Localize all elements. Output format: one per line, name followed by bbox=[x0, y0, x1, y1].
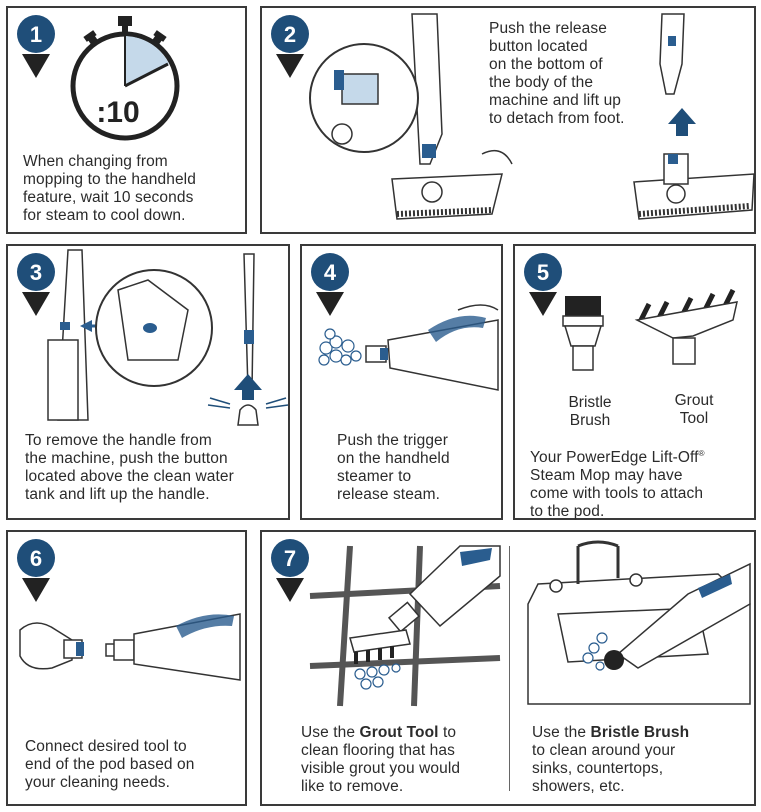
step-6-text: Connect desired tool to end of the pod b… bbox=[25, 738, 195, 791]
bristle-brush-instruction: Use the Bristle Brush to clean around yo… bbox=[532, 724, 689, 796]
step-2-panel: 2 Push the release button located on the… bbox=[260, 6, 756, 234]
step-5-text-prefix: Your PowerEdge Lift-Off bbox=[530, 449, 699, 467]
step-1-panel: 1 :10 When changing from mopping to the … bbox=[6, 6, 247, 234]
step-7-panel: 7 Use the Grout Tool to bbox=[260, 530, 756, 806]
step-6-number: 6 bbox=[30, 546, 42, 571]
step-3-badge: 3 bbox=[17, 253, 55, 316]
step-4-number: 4 bbox=[324, 260, 337, 285]
grout-tool-instruction: Use the Grout Tool to clean flooring tha… bbox=[301, 724, 460, 796]
grout-tool-label: Grout Tool bbox=[674, 392, 714, 427]
step-2-number: 2 bbox=[284, 22, 296, 47]
step-5-text-suffix: Steam Mop may have come with tools to at… bbox=[530, 467, 704, 521]
remove-handle-illustration bbox=[47, 249, 289, 426]
step-5-badge: 5 bbox=[524, 253, 562, 316]
step-5-number: 5 bbox=[537, 260, 549, 285]
timer-label: :10 bbox=[96, 96, 139, 129]
handheld-steamer-illustration bbox=[318, 304, 499, 391]
step-3-panel: 3 To remove the handle from the machine,… bbox=[6, 244, 290, 520]
grout-instruction-bold: Grout Tool bbox=[359, 724, 439, 741]
step-6-panel: 6 Connect desired tool to end of the pod… bbox=[6, 530, 247, 806]
bristle-brush-icon bbox=[562, 296, 604, 371]
detach-from-foot-illustration bbox=[309, 13, 513, 220]
brush-instruction-bold: Bristle Brush bbox=[590, 724, 690, 741]
step-4-text: Push the trigger on the handheld steamer… bbox=[337, 432, 450, 503]
step-2-text: Push the release button located on the b… bbox=[489, 20, 625, 127]
step-1-text: When changing from mopping to the handhe… bbox=[23, 153, 196, 224]
step-3-number: 3 bbox=[30, 260, 42, 285]
step-7-number: 7 bbox=[284, 546, 296, 571]
step-1-number: 1 bbox=[30, 22, 42, 47]
step-7-badge: 7 bbox=[271, 539, 309, 602]
grout-tool-icon bbox=[634, 288, 738, 365]
bristle-brush-label: Bristle Brush bbox=[568, 394, 612, 429]
step-6-badge: 6 bbox=[17, 539, 55, 602]
step-4-panel: 4 Push the trigger on the handheld steam… bbox=[300, 244, 503, 520]
step-7-divider bbox=[509, 546, 510, 791]
grout-instruction-pre: Use the bbox=[301, 724, 360, 741]
sink-cleaning-illustration bbox=[527, 540, 751, 705]
lift-up-illustration bbox=[633, 13, 755, 220]
step-2-badge: 2 bbox=[271, 15, 309, 78]
brush-instruction-post: to clean around your sinks, countertops,… bbox=[532, 742, 676, 795]
registered-mark: ® bbox=[698, 449, 705, 458]
step-3-text: To remove the handle from the machine, p… bbox=[25, 432, 234, 503]
step-5-text: Your PowerEdge Lift-Off® Steam Mop may h… bbox=[530, 445, 705, 521]
brush-instruction-pre: Use the bbox=[532, 724, 591, 741]
connect-tool-illustration bbox=[19, 613, 241, 681]
step-5-panel: 5 Bristle Brush Grout Tool Your PowerEdg… bbox=[513, 244, 756, 520]
step-1-badge: 1 bbox=[17, 15, 55, 78]
grout-instruction-post: to clean flooring that has visible grout… bbox=[301, 724, 461, 795]
step-4-badge: 4 bbox=[311, 253, 349, 316]
grout-cleaning-illustration bbox=[309, 545, 501, 707]
stopwatch-icon: :10 bbox=[70, 16, 180, 141]
